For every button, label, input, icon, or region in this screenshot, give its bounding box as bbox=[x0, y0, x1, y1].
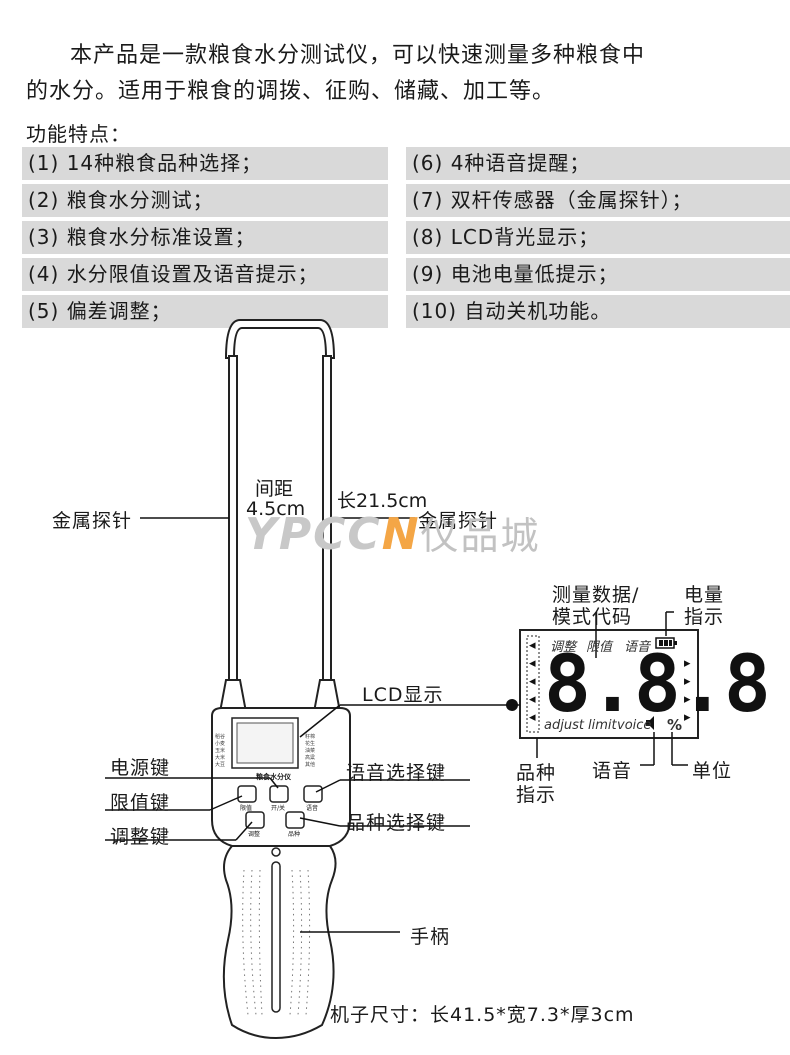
right-arrow-icon: ▸ bbox=[684, 692, 691, 707]
svg-text:高粱: 高粱 bbox=[305, 754, 315, 761]
feature-item: (4) 水分限值设置及语音提示； bbox=[22, 258, 388, 291]
label-limit-key: 限值键 bbox=[110, 792, 171, 814]
svg-text:花生: 花生 bbox=[305, 740, 315, 747]
handle-grip-dots bbox=[242, 869, 311, 1016]
lcd-unit: % bbox=[667, 716, 683, 734]
label-length: 长21.5cm bbox=[337, 490, 428, 512]
svg-text:其他: 其他 bbox=[305, 761, 315, 768]
lcd-bottom-voice: voice bbox=[617, 718, 652, 733]
label-voice-key: 语音选择键 bbox=[346, 762, 447, 784]
lcd-top-limit: 限值 bbox=[586, 640, 613, 655]
btn-adjust-text: 调整 bbox=[248, 831, 261, 838]
features-table: (1) 14种粮食品种选择； (6) 4种语音提醒； (2) 粮食水分测试； (… bbox=[22, 145, 790, 330]
variety-button bbox=[285, 811, 305, 829]
label-lcd: LCD显示 bbox=[362, 684, 444, 706]
feature-item: (7) 双杆传感器（金属探针）； bbox=[406, 184, 790, 217]
label-variety-key: 品种选择键 bbox=[346, 812, 447, 834]
feature-item: (2) 粮食水分测试； bbox=[22, 184, 388, 217]
svg-text:稻谷: 稻谷 bbox=[215, 733, 225, 740]
watermark-latin: YPCC bbox=[245, 509, 382, 560]
btn-voice-text: 语音 bbox=[306, 805, 319, 812]
features-title: 功能特点： bbox=[26, 122, 131, 146]
btn-variety-text: 品种 bbox=[288, 831, 301, 838]
lcd-top-adjust: 调整 bbox=[550, 640, 577, 655]
voice-button bbox=[303, 785, 323, 803]
feature-item: (9) 电池电量低提示； bbox=[406, 258, 790, 291]
panel-title: 粮食水分仪 bbox=[256, 773, 291, 781]
svg-text:籽棉: 籽棉 bbox=[305, 733, 315, 740]
left-arrow-icon: ◂ bbox=[529, 656, 536, 671]
label-spacing-value: 4.5cm bbox=[246, 498, 306, 520]
label-handle: 手柄 bbox=[410, 926, 451, 948]
label-adjust-key: 调整键 bbox=[110, 826, 171, 848]
label-battery-1: 电量 bbox=[684, 584, 725, 606]
feature-row: (4) 水分限值设置及语音提示； (9) 电池电量低提示； bbox=[22, 256, 790, 293]
right-arrow-icon: ▸ bbox=[684, 656, 691, 671]
limit-button bbox=[237, 785, 257, 803]
intro-line-1: 本产品是一款粮食水分测试仪，可以快速测量多种粮食中 bbox=[70, 43, 646, 68]
svg-text:玉米: 玉米 bbox=[215, 747, 225, 754]
lcd-top-voice: 语音 bbox=[624, 640, 651, 655]
label-unit: 单位 bbox=[692, 760, 733, 782]
label-variety-2: 指示 bbox=[516, 784, 557, 806]
btn-power-text: 开/关 bbox=[271, 805, 286, 812]
svg-text:油菜: 油菜 bbox=[305, 747, 315, 754]
label-spacing: 间距 bbox=[255, 478, 294, 500]
watermark-cn: 仪品城 bbox=[420, 514, 541, 558]
label-dimensions: 机子尺寸：长41.5*宽7.3*厚3cm bbox=[330, 1004, 635, 1026]
feature-item: (10) 自动关机功能。 bbox=[406, 295, 790, 328]
left-arrow-icon: ◂ bbox=[529, 710, 536, 725]
power-button bbox=[269, 785, 289, 803]
svg-text:小麦: 小麦 bbox=[215, 740, 225, 747]
feature-row: (3) 粮食水分标准设置； (8) LCD背光显示； bbox=[22, 219, 790, 256]
left-arrow-icon: ◂ bbox=[529, 692, 536, 707]
feature-row: (2) 粮食水分测试； (7) 双杆传感器（金属探针）； bbox=[22, 182, 790, 219]
intro-paragraph: 本产品是一款粮食水分测试仪，可以快速测量多种粮食中 的水分。适用于粮食的调拨、征… bbox=[26, 38, 771, 110]
feature-row: (1) 14种粮食品种选择； (6) 4种语音提醒； bbox=[22, 145, 790, 182]
feature-item: (1) 14种粮食品种选择； bbox=[22, 147, 388, 180]
label-variety-1: 品种 bbox=[516, 762, 557, 784]
label-voice: 语音 bbox=[592, 760, 633, 782]
label-probe-left: 金属探针 bbox=[52, 510, 133, 532]
right-arrow-icon: ▸ bbox=[684, 674, 691, 689]
intro-line-2: 的水分。适用于粮食的调拨、征购、储藏、加工等。 bbox=[26, 79, 556, 104]
left-arrow-icon: ◂ bbox=[529, 674, 536, 689]
left-arrow-icon: ◂ bbox=[529, 638, 536, 653]
feature-item: (6) 4种语音提醒； bbox=[406, 147, 790, 180]
watermark-logo: YPCCN仪品城 bbox=[245, 505, 541, 560]
label-probe-right: 金属探针 bbox=[418, 510, 499, 532]
label-measure-1: 测量数据/ bbox=[552, 584, 640, 606]
btn-limit-text: 限值 bbox=[240, 805, 253, 812]
feature-item: (3) 粮食水分标准设置； bbox=[22, 221, 388, 254]
label-battery-2: 指示 bbox=[684, 606, 725, 628]
watermark-latin-n: N bbox=[381, 509, 421, 560]
probe-top-cap bbox=[224, 319, 336, 359]
lcd-bottom-adjust: adjust bbox=[544, 718, 584, 733]
svg-text:大米: 大米 bbox=[215, 754, 225, 761]
label-measure-2: 模式代码 bbox=[552, 606, 633, 628]
feature-item: (8) LCD背光显示； bbox=[406, 221, 790, 254]
label-power-key: 电源键 bbox=[110, 757, 171, 779]
lcd-digits: 8.8.8 bbox=[544, 640, 771, 730]
probe-left-rod bbox=[228, 355, 238, 687]
speaker-icon bbox=[646, 716, 654, 730]
right-arrow-icon: ▸ bbox=[684, 710, 691, 725]
svg-text:大豆: 大豆 bbox=[215, 761, 225, 768]
lcd-bottom-limit: limit bbox=[588, 718, 617, 733]
